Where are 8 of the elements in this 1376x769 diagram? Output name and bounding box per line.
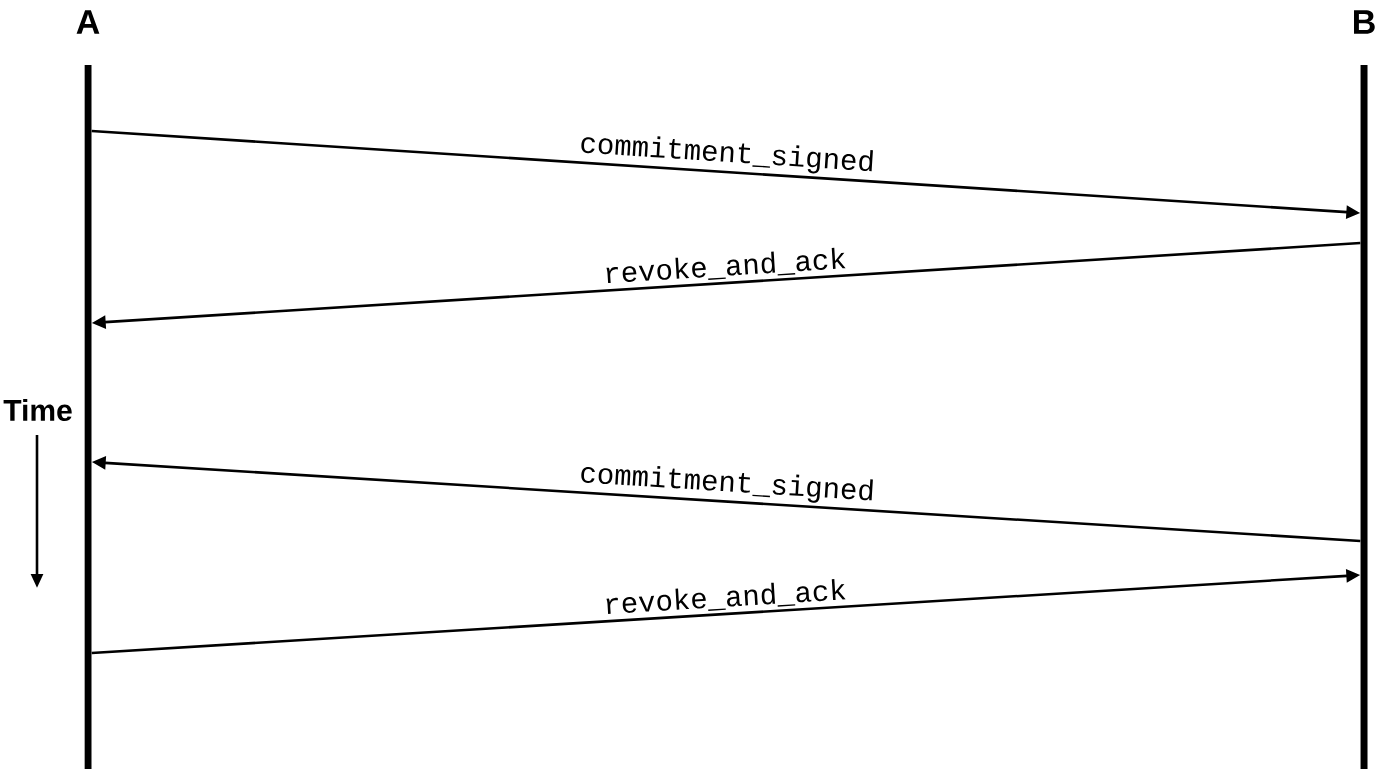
edge-label: commitment_signed (581, 136, 873, 174)
node-label: A (76, 10, 100, 34)
node-label: B (1354, 10, 1375, 34)
lifeline: B (1354, 10, 1375, 769)
edge-label: commitment_signed (581, 465, 873, 503)
lifeline: A (76, 10, 100, 769)
edge-label: revoke_and_ack (606, 247, 846, 284)
edge-label: revoke_and_ack (606, 579, 846, 614)
